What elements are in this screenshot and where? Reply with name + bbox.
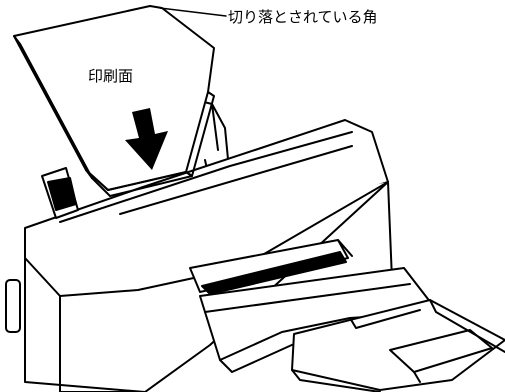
output-tray: [199, 267, 505, 392]
edge-guide: [41, 167, 79, 219]
down-arrow-icon: [125, 108, 168, 170]
corner-label: 切り落とされている角: [228, 8, 378, 26]
output-slot: [189, 239, 353, 295]
paper-sheet: [13, 5, 215, 197]
corner-leader-line: [159, 7, 227, 17]
print-side-label: 印刷面: [88, 67, 133, 85]
